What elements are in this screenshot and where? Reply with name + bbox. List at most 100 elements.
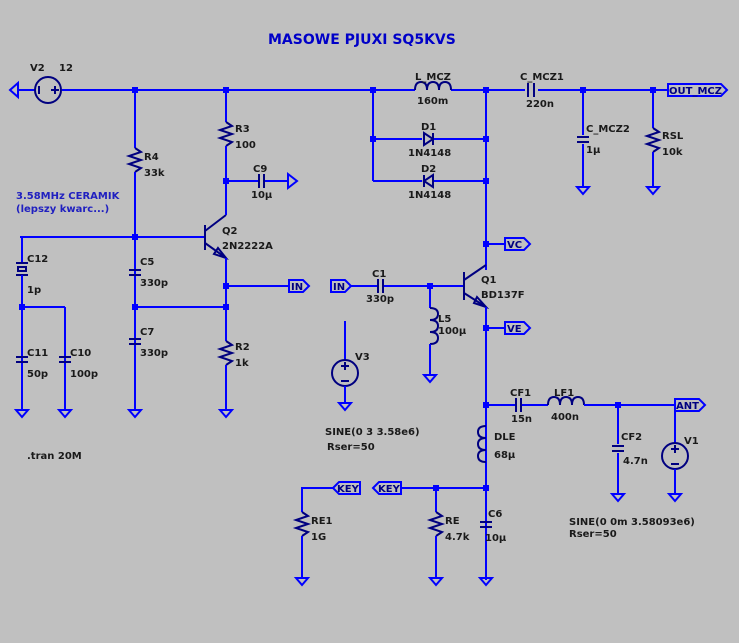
re-name: RE: [445, 516, 460, 527]
ve-text: VE: [507, 324, 522, 335]
r2-value: 1k: [235, 358, 249, 369]
in-left-text: IN: [291, 282, 303, 293]
v2-battery[interactable]: V2 12: [8, 63, 73, 104]
d1-value: 1N4148: [408, 148, 451, 159]
out-mcz-text: OUT_MCZ: [669, 86, 722, 97]
comment-line-2: (lepszy kwarc...): [16, 204, 109, 215]
key-right-text: KEY: [378, 484, 401, 495]
q2-name: Q2: [222, 226, 238, 237]
q1-transistor[interactable]: Q1 BD137F: [463, 264, 525, 580]
in-right-text: IN: [333, 282, 345, 293]
dle-inductor[interactable]: DLE 68µ: [476, 425, 516, 463]
c1-value: 330p: [366, 294, 394, 305]
d2-value: 1N4148: [408, 190, 451, 201]
lf1-name: LF1: [554, 388, 574, 399]
c9-capacitor[interactable]: C9 10µ: [226, 164, 299, 201]
r4-resistor[interactable]: R4 33k: [125, 90, 165, 262]
net-label-key-right[interactable]: KEY: [371, 481, 486, 495]
c6-capacitor[interactable]: C6 10µ: [477, 509, 507, 587]
q2-value: 2N2222A: [222, 241, 273, 252]
cf2-name: CF2: [621, 432, 642, 443]
r2-name: R2: [235, 342, 250, 353]
re1-value: 1G: [311, 532, 326, 543]
c7-value: 330p: [140, 348, 168, 359]
c5-name: C5: [140, 257, 154, 268]
r4-name: R4: [144, 152, 159, 163]
net-label-in-left[interactable]: IN: [226, 279, 311, 293]
c12-value: 1p: [27, 285, 41, 296]
v3-rser: Rser=50: [327, 442, 375, 453]
net-label-in-right[interactable]: IN: [330, 279, 353, 293]
q2-transistor[interactable]: Q2 2N2222A: [20, 196, 273, 341]
c11-capacitor[interactable]: C11 50p: [16, 348, 48, 380]
r4-value: 33k: [144, 168, 165, 179]
vc-text: VC: [507, 240, 522, 251]
net-label-out-mcz[interactable]: OUT_MCZ: [667, 83, 729, 97]
net-label-ve[interactable]: VE: [486, 321, 532, 335]
ant-text: ANT: [676, 401, 699, 412]
c10-capacitor[interactable]: C10 100p: [59, 348, 98, 380]
l-mcz-inductor[interactable]: L_MCZ 160m: [414, 72, 452, 107]
c-mcz1-capacitor[interactable]: C_MCZ1 220n: [520, 72, 564, 110]
lf1-value: 400n: [551, 412, 579, 423]
d2-diode[interactable]: D2 1N4148: [373, 164, 486, 201]
c9-value: 10µ: [251, 190, 273, 201]
c1-name: C1: [372, 269, 386, 280]
rsl-resistor[interactable]: RSL 10k: [643, 90, 684, 196]
v2-name: V2: [30, 63, 45, 74]
d1-name: D1: [421, 122, 436, 133]
tran-directive: .tran 20M: [27, 451, 82, 462]
v1-name: V1: [684, 436, 699, 447]
ground-symbols-left: [13, 409, 235, 419]
l5-value: 100µ: [438, 326, 467, 337]
re1-resistor[interactable]: RE1 1G: [292, 511, 333, 587]
cf1-value: 15n: [511, 414, 532, 425]
lf1-inductor[interactable]: LF1 400n: [547, 388, 585, 423]
c5-value: 330p: [140, 278, 168, 289]
l-mcz-value: 160m: [417, 96, 448, 107]
c-mcz2-value: 1µ: [586, 145, 601, 156]
c-mcz2-capacitor[interactable]: C_MCZ2 1µ: [574, 90, 630, 196]
c11-value: 50p: [27, 369, 48, 380]
r3-name: R3: [235, 124, 250, 135]
d1-diode[interactable]: D1 1N4148: [373, 122, 486, 159]
r2-resistor[interactable]: R2 1k: [216, 340, 250, 410]
l5-inductor[interactable]: L5 100µ: [421, 286, 467, 384]
junction-dots: [19, 87, 656, 491]
c1-capacitor[interactable]: C1 330p: [366, 269, 394, 305]
c12-name: C12: [27, 254, 48, 265]
c-mcz2-name: C_MCZ2: [586, 124, 630, 135]
cf1-name: CF1: [510, 388, 531, 399]
c11-name: C11: [27, 348, 48, 359]
re1-name: RE1: [311, 516, 333, 527]
c7-capacitor[interactable]: C7 330p: [129, 327, 168, 359]
cf1-capacitor[interactable]: CF1 15n: [510, 388, 532, 425]
c7-name: C7: [140, 327, 154, 338]
r3-resistor[interactable]: R3 100: [216, 90, 256, 196]
c6-name: C6: [488, 509, 502, 520]
v1-rser: Rser=50: [569, 529, 617, 540]
dle-value: 68µ: [494, 450, 516, 461]
net-label-vc[interactable]: VC: [486, 237, 532, 251]
schematic-title: MASOWE PJUXI SQ5KVS: [268, 32, 456, 48]
l-mcz-name: L_MCZ: [415, 72, 451, 83]
l5-name: L5: [438, 314, 451, 325]
c-mcz1-value: 220n: [526, 99, 554, 110]
v3-voltage-source[interactable]: V3 SINE(0 3 3.58e6) Rser=50: [325, 321, 420, 453]
c12-crystal[interactable]: C12 1p: [16, 237, 48, 410]
dle-name: DLE: [494, 432, 516, 443]
v1-voltage-source[interactable]: V1 SINE(0 0m 3.58093e6) Rser=50: [569, 405, 699, 540]
c10-name: C10: [70, 348, 91, 359]
v3-name: V3: [355, 352, 370, 363]
r3-value: 100: [235, 140, 256, 151]
rsl-name: RSL: [662, 131, 684, 142]
cf2-capacitor[interactable]: CF2 4.7n: [609, 405, 648, 503]
net-label-ant[interactable]: ANT: [674, 398, 707, 412]
re-resistor[interactable]: RE 4.7k: [426, 488, 470, 587]
c10-value: 100p: [70, 369, 98, 380]
net-label-key-left[interactable]: KEY: [301, 481, 361, 512]
c5-capacitor[interactable]: C5 330p: [129, 257, 168, 289]
cf2-value: 4.7n: [623, 456, 648, 467]
q1-value: BD137F: [481, 290, 525, 301]
